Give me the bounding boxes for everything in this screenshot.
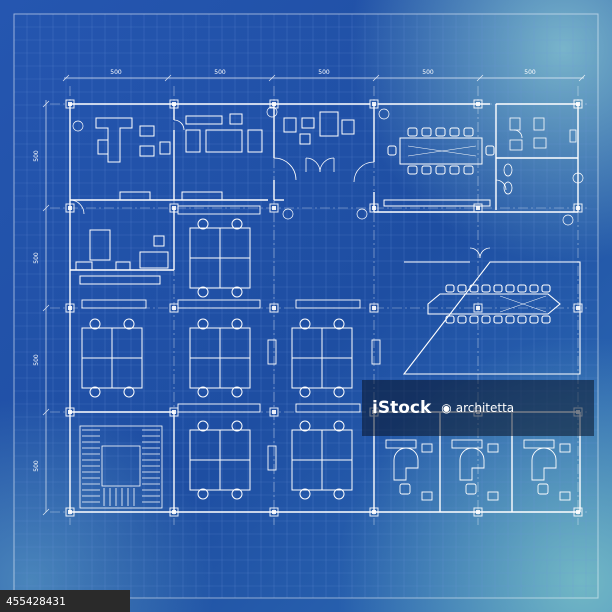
dim-left-4: 500 bbox=[33, 460, 40, 472]
image-id: 455428431 bbox=[6, 594, 66, 608]
image-id-bar: 455428431 bbox=[0, 590, 130, 612]
workstation-clusters bbox=[81, 218, 353, 500]
restroom bbox=[503, 117, 577, 195]
dim-left-1: 500 bbox=[33, 150, 40, 162]
dim-top-5: 500 bbox=[524, 69, 536, 76]
dim-top-3: 500 bbox=[318, 69, 330, 76]
dim-top-2: 500 bbox=[214, 69, 226, 76]
office-furniture bbox=[75, 111, 355, 285]
dim-left-3: 500 bbox=[33, 354, 40, 366]
door-swings bbox=[69, 119, 523, 259]
small-meeting-room bbox=[383, 127, 495, 207]
dimension-labels: 500 500 500 500 500 500 500 500 500 bbox=[33, 69, 536, 472]
dim-left-2: 500 bbox=[33, 252, 40, 264]
big-meeting-room bbox=[402, 261, 581, 375]
watermark-overlay: iStock ◉ architetta bbox=[362, 380, 594, 436]
watermark-credit: ◉ architetta bbox=[441, 401, 514, 415]
dimension-lines bbox=[42, 74, 586, 516]
camera-icon: ◉ bbox=[441, 401, 452, 415]
sheet-border bbox=[13, 13, 599, 599]
watermark-logo: iStock bbox=[372, 398, 432, 418]
credit-text: architetta bbox=[455, 401, 515, 415]
stairs bbox=[79, 425, 163, 509]
dim-top-4: 500 bbox=[422, 69, 434, 76]
private-offices bbox=[385, 439, 571, 501]
plants bbox=[72, 106, 584, 226]
dim-top-1: 500 bbox=[110, 69, 122, 76]
